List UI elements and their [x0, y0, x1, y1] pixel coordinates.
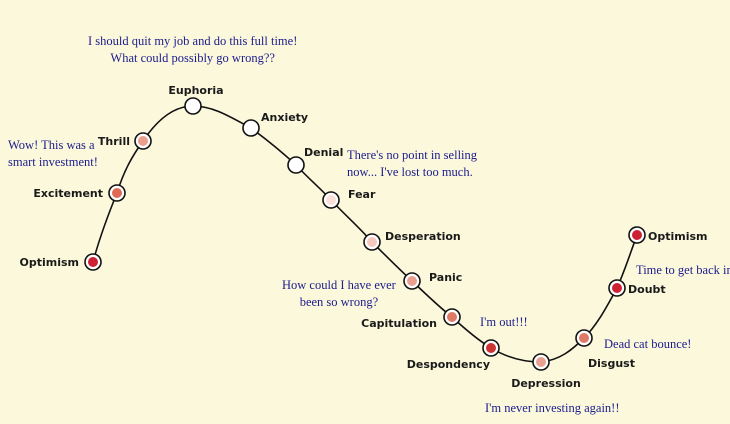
panic-note-line-2: been so wrong? [299, 295, 379, 309]
out-note-text: I'm out!!! [480, 315, 528, 329]
stage-marker-fill [579, 333, 589, 343]
denial-note: There's no point in selling now... I've … [347, 147, 477, 181]
thrill-note-line-1: Wow! This was a [8, 138, 95, 152]
bounce-note: Dead cat bounce! [604, 336, 691, 353]
depression-note-text: I'm never investing again!! [485, 401, 620, 415]
stage-marker-fill [138, 136, 148, 146]
stage-label: Panic [429, 271, 462, 284]
thrill-note: Wow! This was a smart investment! [8, 137, 98, 171]
stage-label: Despondency [407, 358, 490, 371]
stage-label: Anxiety [261, 111, 308, 124]
stage-label: Capitulation [361, 317, 437, 330]
stage-label: Disgust [588, 357, 635, 370]
stage-label: Desperation [385, 230, 461, 243]
stage-marker-fill [612, 283, 622, 293]
stage-label: Doubt [628, 283, 666, 296]
stage-label: Thrill [98, 135, 130, 148]
depression-note: I'm never investing again!! [485, 400, 620, 417]
euphoria-note: I should quit my job and do this full ti… [88, 33, 297, 67]
stage-marker [287, 156, 305, 174]
stage-marker-fill [632, 230, 642, 240]
denial-note-line-1: There's no point in selling [347, 148, 478, 162]
thrill-note-line-2: smart investment! [8, 155, 98, 169]
euphoria-note-line-2: What could possibly go wrong?? [110, 51, 275, 65]
stage-label: Fear [348, 188, 376, 201]
stage-marker-fill [486, 343, 496, 353]
stage-marker-fill [112, 188, 122, 198]
stage-marker-fill [447, 312, 457, 322]
denial-note-line-2: now... I've lost too much. [347, 165, 473, 179]
euphoria-note-line-1: I should quit my job and do this full ti… [88, 34, 298, 48]
stage-marker-fill [536, 357, 546, 367]
stage-marker-fill [326, 195, 336, 205]
bounce-note-text: Dead cat bounce! [604, 337, 692, 351]
stage-label: Excitement [33, 187, 103, 200]
stage-marker-fill [407, 276, 417, 286]
stage-marker-fill [367, 237, 377, 247]
doubt-note-text: Time to get back in [636, 263, 730, 277]
stage-label: Euphoria [168, 84, 223, 97]
stage-marker [242, 119, 260, 137]
stage-marker [184, 97, 202, 115]
panic-note: How could I have ever been so wrong? [282, 277, 396, 311]
stage-label: Depression [511, 377, 581, 390]
panic-note-line-1: How could I have ever [282, 278, 396, 292]
stage-label: Optimism [20, 256, 80, 269]
stage-marker-fill [88, 257, 98, 267]
doubt-note: Time to get back in [636, 262, 730, 279]
stage-label: Optimism [648, 230, 708, 243]
stage-label: Denial [304, 146, 343, 159]
out-note: I'm out!!! [480, 314, 528, 331]
